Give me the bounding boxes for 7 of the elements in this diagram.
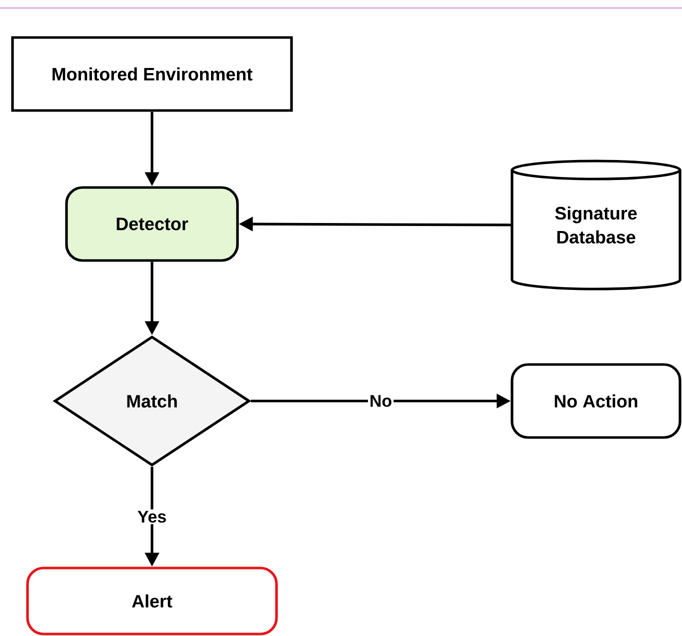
terminal-box: No Action: [510, 363, 682, 439]
process-box: Monitored Environment: [11, 36, 293, 112]
edge-label: Yes: [136, 509, 168, 524]
edge-label: No: [368, 394, 394, 408]
database-cylinder: Signature Database: [510, 160, 682, 290]
process-box: Detector: [65, 186, 239, 262]
terminal-box: Alert: [26, 566, 278, 636]
